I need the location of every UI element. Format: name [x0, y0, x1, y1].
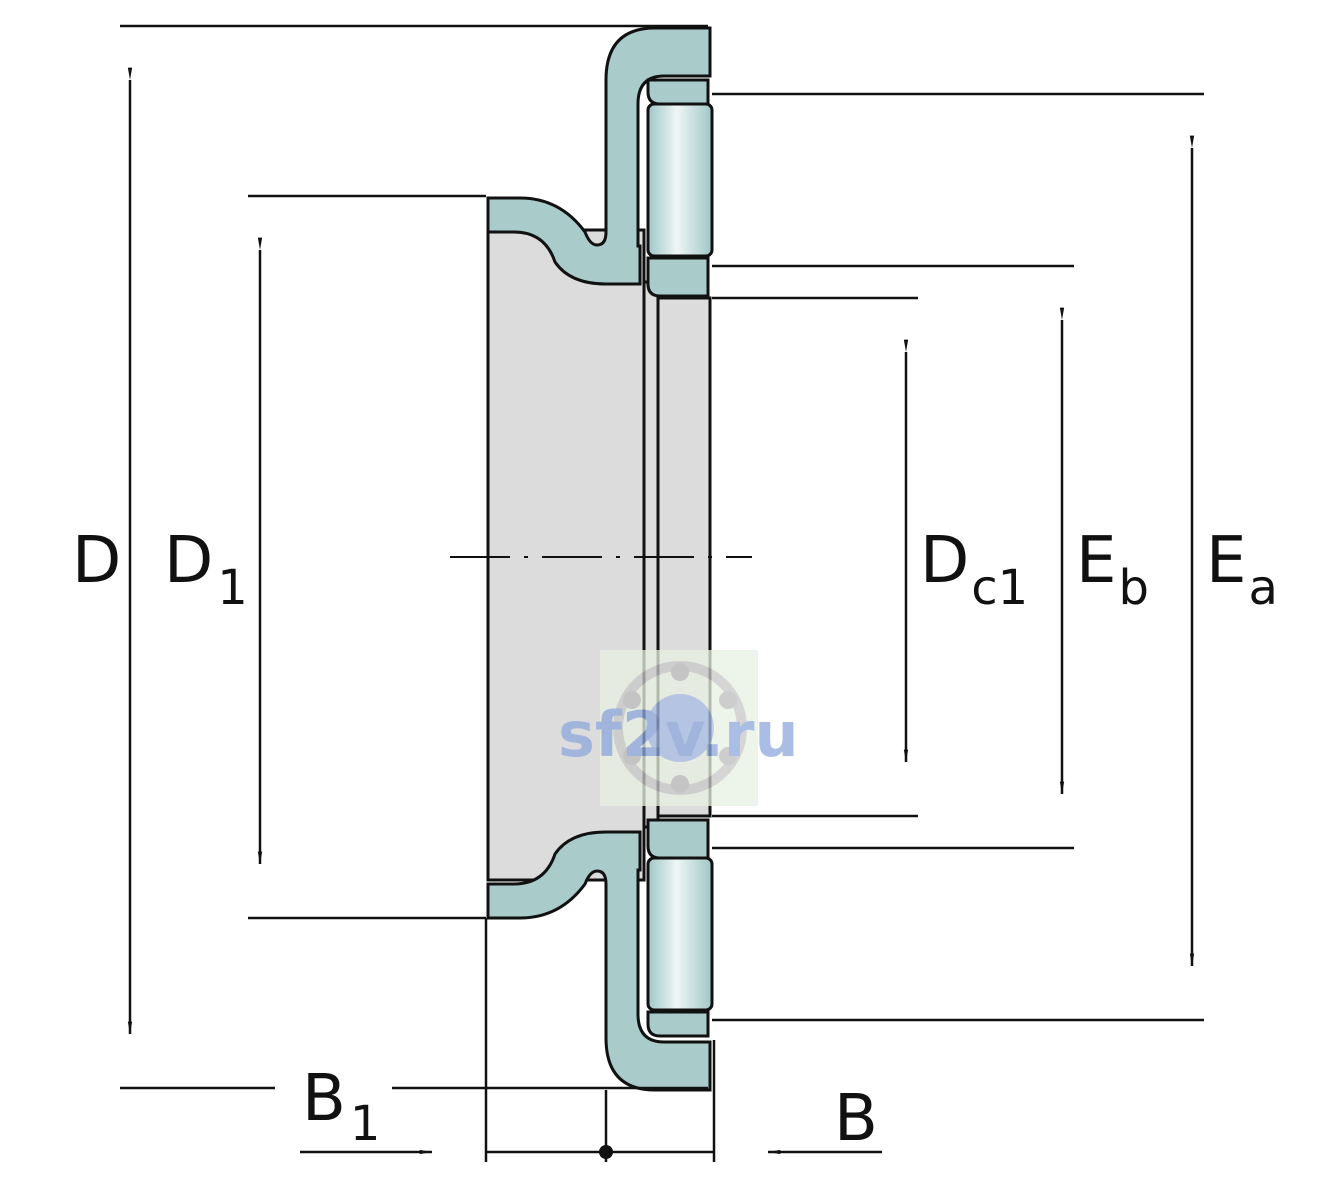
cage-bottom-lower	[646, 1010, 710, 1038]
label-D: D	[72, 524, 121, 598]
bearing-section	[486, 26, 714, 1092]
roller-bottom	[646, 856, 714, 1012]
label-B: B	[834, 1082, 878, 1156]
watermark-text: sf2v.ru	[558, 698, 799, 771]
watermark: sf2v.ru	[558, 650, 799, 806]
roller-top	[646, 102, 714, 258]
housing-top	[486, 26, 712, 286]
cage-top-lower	[646, 256, 710, 298]
bearing-icon	[613, 661, 747, 795]
cage-top-upper	[646, 78, 710, 106]
dim-origin-dot	[599, 1145, 613, 1159]
label-Ea: Ea	[1206, 524, 1278, 616]
housing-bottom	[486, 830, 712, 1092]
label-B1: B1	[302, 1062, 380, 1152]
dimensions	[120, 24, 1204, 1162]
label-Eb: Eb	[1076, 524, 1149, 616]
label-D1: D1	[164, 524, 248, 616]
cage-bottom-upper	[646, 818, 710, 860]
label-Dc1: Dc1	[920, 524, 1028, 616]
